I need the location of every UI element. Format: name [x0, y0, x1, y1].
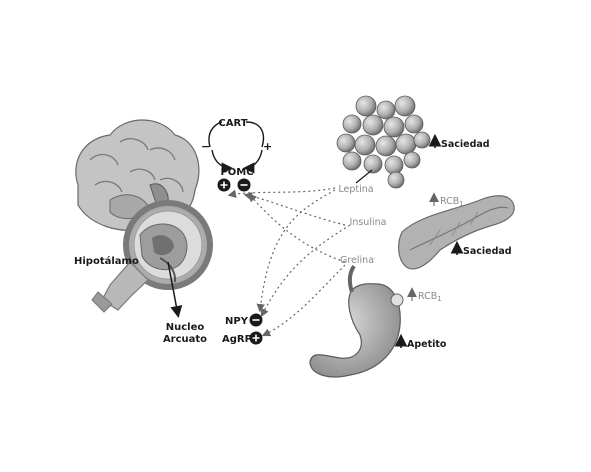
adipose-cluster	[336, 95, 431, 189]
rcb-stomach-group: RCB1	[407, 287, 442, 303]
label-insulina: Insulina	[350, 217, 387, 228]
path-insulina-pomc	[243, 192, 346, 226]
label-nucleo: Nucleo	[166, 322, 205, 333]
path-grelina-pomc	[248, 193, 346, 263]
label-apetito: Apetito	[407, 339, 447, 350]
loop-left-arrow	[211, 149, 233, 174]
pomc-plus-badge	[217, 178, 231, 192]
label-hipotalamo: Hipotálamo	[74, 255, 139, 267]
sign-plus: +	[263, 140, 272, 153]
pancreas-illustration	[398, 195, 515, 270]
signal-paths	[227, 187, 351, 337]
saciedad-fat-group: Saciedad	[428, 133, 490, 150]
pomc-minus-badge	[237, 178, 251, 192]
npy-minus-badge	[249, 313, 263, 327]
path-grelina-agrp	[261, 264, 346, 337]
label-arcuato: Arcuato	[163, 334, 207, 345]
path-leptina-npy	[256, 189, 336, 313]
nucleo-pointer-arrow	[167, 261, 183, 318]
label-agrp: AgRP	[222, 334, 252, 345]
cart-right-arc	[245, 121, 265, 148]
label-saciedad-fat: Saciedad	[441, 139, 490, 150]
apetito-group: Apetito	[394, 333, 447, 350]
rcb-pancreas-group: RCB1	[429, 192, 464, 208]
label-npy: NPY	[225, 316, 249, 327]
sign-minus: −	[201, 140, 210, 153]
label-pomc: POMC	[220, 167, 253, 178]
path-leptina-pomc	[227, 187, 336, 198]
label-leptina: Leptina	[338, 184, 373, 195]
label-saciedad-pancreas: Saciedad	[463, 246, 512, 257]
leptina-pointer	[355, 169, 373, 184]
agrp-plus-badge	[249, 331, 263, 345]
saciedad-pancreas-group: Saciedad	[450, 240, 512, 257]
path-insulina-npy	[260, 224, 351, 318]
stomach-illustration	[309, 264, 404, 378]
magnifier-lens	[91, 200, 213, 313]
label-cart: CART	[218, 118, 247, 129]
label-grelina: Grelina	[340, 255, 374, 266]
label-rcb-stomach: RCB1	[418, 291, 442, 303]
loop-right-arrow	[243, 149, 263, 174]
cart-left-arc	[208, 121, 223, 148]
label-rcb-pancreas: RCB1	[440, 196, 464, 208]
